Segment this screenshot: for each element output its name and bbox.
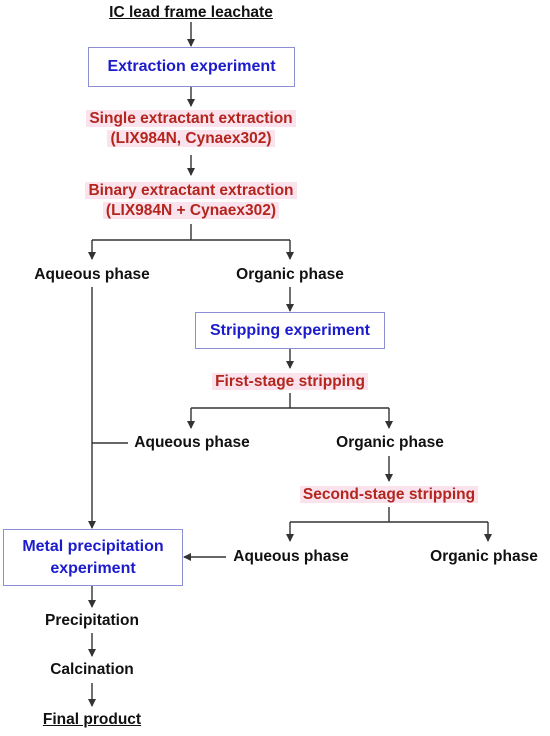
binary-extraction-label: Binary extractant extraction (LIX984N + … (71, 181, 311, 221)
aqueous-phase-2-label: Aqueous phase (134, 434, 250, 451)
single-extraction-label: Single extractant extraction (LIX984N, C… (71, 109, 311, 149)
organic-phase-1-label: Organic phase (236, 266, 344, 283)
aqueous-phase-1-label: Aqueous phase (34, 266, 150, 283)
organic-phase-3-label: Organic phase (430, 548, 538, 565)
calcination-label: Calcination (50, 661, 134, 678)
first-stage-stripping-label: First-stage stripping (190, 372, 390, 392)
start-label: IC lead frame leachate (109, 4, 273, 21)
binary-extraction-line2: (LIX984N + Cynaex302) (102, 202, 280, 219)
aqueous-phase-3-label: Aqueous phase (233, 548, 349, 565)
second-stage-stripping-label: Second-stage stripping (284, 485, 494, 505)
metal-precipitation-box: Metal precipitation experiment (3, 529, 183, 586)
organic-phase-2-label: Organic phase (336, 434, 444, 451)
stripping-experiment-label: Stripping experiment (209, 321, 371, 339)
first-stage-stripping-text: First-stage stripping (212, 373, 368, 390)
final-product-label: Final product (42, 711, 142, 728)
stripping-experiment-box: Stripping experiment (195, 312, 385, 349)
binary-extraction-line1: Binary extractant extraction (85, 182, 297, 199)
precipitation-label: Precipitation (45, 612, 139, 629)
second-stage-stripping-text: Second-stage stripping (299, 486, 479, 503)
single-extraction-line1: Single extractant extraction (86, 110, 296, 127)
single-extraction-line2: (LIX984N, Cynaex302) (107, 130, 275, 147)
metal-precipitation-line1: Metal precipitation (22, 537, 164, 555)
metal-precipitation-line2: experiment (50, 559, 136, 577)
extraction-experiment-box: Extraction experiment (88, 47, 295, 87)
extraction-experiment-label: Extraction experiment (107, 58, 276, 75)
